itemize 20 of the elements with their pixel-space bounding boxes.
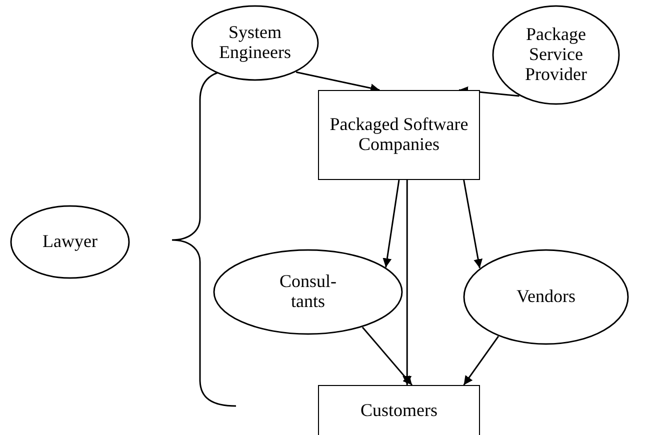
ellipse-node <box>10 205 130 279</box>
process-box <box>318 90 480 180</box>
node-label: Packaged Software Companies <box>328 115 470 155</box>
ellipse-node <box>463 249 629 345</box>
node-label: Lawyer <box>42 232 98 252</box>
ellipse-node <box>492 5 620 105</box>
node-label: Package Service Provider <box>524 25 588 85</box>
process-box <box>318 385 480 435</box>
arrow <box>463 336 499 386</box>
ellipse-node <box>213 249 403 335</box>
node-label: Customers <box>360 400 438 420</box>
node-label: System Engineers <box>218 23 292 63</box>
arrow <box>382 180 400 268</box>
node-label: Vendors <box>516 287 576 307</box>
arrow <box>296 71 380 93</box>
ellipse-node <box>191 5 319 81</box>
arrow <box>402 180 412 385</box>
arrow <box>463 180 483 268</box>
node-label: Consul- tants <box>278 272 338 312</box>
arrow <box>362 326 413 386</box>
